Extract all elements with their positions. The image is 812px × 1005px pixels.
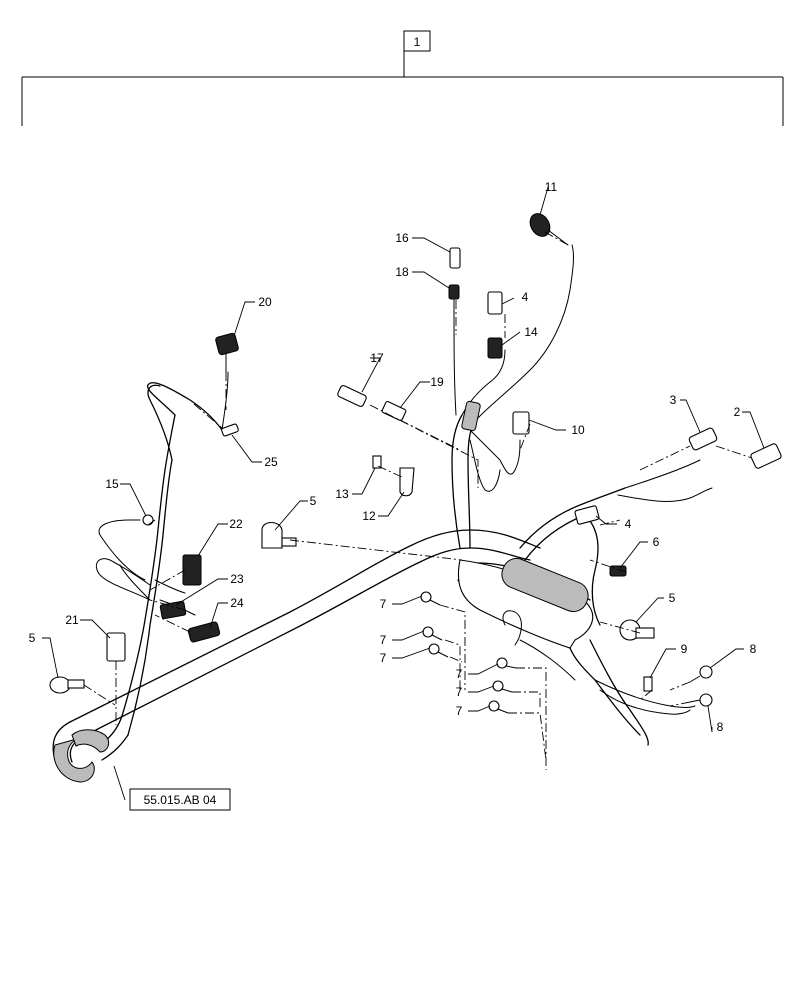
callout-label: 8 <box>750 642 757 656</box>
ring-terminal-7 <box>422 626 443 641</box>
callout-label: 5 <box>669 591 676 605</box>
connector-24 <box>187 621 221 643</box>
connector-13 <box>372 455 382 469</box>
reference-box[interactable] <box>129 788 231 811</box>
callout-label: 10 <box>571 423 585 437</box>
callout-label: 20 <box>258 295 272 309</box>
connector-11 <box>529 213 569 246</box>
connector-3 <box>688 427 718 451</box>
callout-label: 21 <box>65 613 79 627</box>
connector-4-top <box>487 291 503 315</box>
connector-10 <box>512 411 530 435</box>
ring-terminals <box>420 591 713 714</box>
callout-label: 4 <box>522 290 529 304</box>
callout-label: 3 <box>670 393 677 407</box>
connector-4-right <box>574 505 600 525</box>
callout-label: 14 <box>524 325 538 339</box>
ring-terminal-7 <box>488 700 509 714</box>
center-harness-branch <box>451 244 574 549</box>
callout-label: 16 <box>395 231 409 245</box>
connector-20 <box>215 332 239 372</box>
callout-label: 2 <box>734 405 741 419</box>
callout-labels: 11 16 18 4 14 20 17 19 10 3 2 25 15 13 1… <box>29 180 757 734</box>
callout-label: 23 <box>230 572 244 586</box>
callout-label: 19 <box>430 375 444 389</box>
connector-17 <box>337 385 367 407</box>
connector-22 <box>182 554 202 586</box>
main-harness-trunk <box>52 529 541 783</box>
clamp-5-left <box>49 676 85 694</box>
ring-terminal-7 <box>420 591 441 606</box>
assembly-callout-label: 1 <box>414 35 421 49</box>
callout-label: 17 <box>370 351 384 365</box>
ring-terminal-8 <box>689 693 713 707</box>
ring-terminal-8 <box>689 665 713 683</box>
callout-label: 7 <box>456 704 463 718</box>
ring-terminal-7 <box>428 643 449 658</box>
connector-19 <box>381 401 407 421</box>
callout-label: 11 <box>545 180 558 194</box>
connector-6 <box>609 565 627 577</box>
ring-terminal-7 <box>492 680 513 693</box>
callout-label: 5 <box>310 494 317 508</box>
reference-label[interactable]: 55.015.AB 04 <box>144 793 217 807</box>
connector-23 <box>159 600 187 620</box>
callout-label: 25 <box>264 455 278 469</box>
leader-lines <box>42 186 765 801</box>
callout-label: 9 <box>681 642 688 656</box>
connector-2 <box>750 443 782 469</box>
assembly-bracket: 1 <box>21 30 784 126</box>
callout-label: 7 <box>456 685 463 699</box>
connector-16 <box>449 247 461 269</box>
connector-14 <box>487 337 503 359</box>
callout-label: 6 <box>653 535 660 549</box>
connector-18 <box>448 284 460 300</box>
assembly-callout-box <box>403 30 431 52</box>
callout-label: 5 <box>29 631 36 645</box>
callout-label: 24 <box>230 596 244 610</box>
callout-label: 4 <box>625 517 632 531</box>
left-harness-branch <box>95 371 229 736</box>
right-harness-branch <box>457 459 713 746</box>
clip-15 <box>142 514 154 526</box>
callout-label: 7 <box>380 597 387 611</box>
callout-label: 12 <box>362 509 376 523</box>
callout-label: 7 <box>380 651 387 665</box>
ring-terminal-7 <box>496 657 517 669</box>
terminal-9 <box>643 676 653 692</box>
callout-label: 8 <box>717 720 724 734</box>
reference-link[interactable]: 55.015.AB 04 <box>129 788 231 811</box>
callout-label: 18 <box>395 265 409 279</box>
terminal-25 <box>221 423 239 437</box>
clamp-5-right <box>619 619 655 641</box>
callout-label: 15 <box>105 477 119 491</box>
callout-label: 13 <box>335 487 349 501</box>
callout-label: 7 <box>380 633 387 647</box>
assembly-lines <box>83 231 753 770</box>
clamp-5-center <box>261 521 297 549</box>
callout-label: 7 <box>456 667 463 681</box>
callout-label: 22 <box>229 517 243 531</box>
boot-12 <box>399 467 415 497</box>
